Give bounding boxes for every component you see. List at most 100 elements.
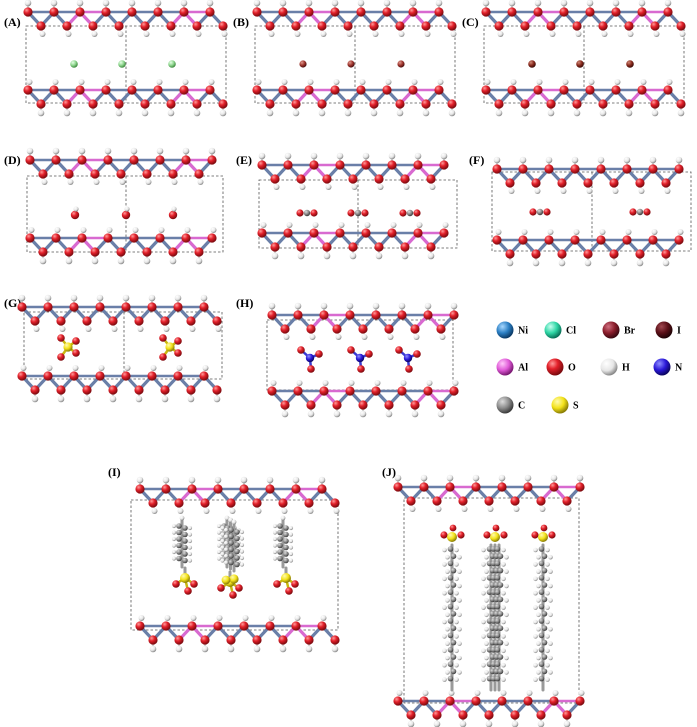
hydrogen-atom — [454, 648, 459, 654]
oxygen-atom — [291, 99, 301, 109]
hydrogen-atom — [536, 612, 541, 618]
carbon-atom — [493, 668, 500, 675]
oxygen-atom — [319, 386, 329, 396]
carbon-atom — [493, 582, 500, 588]
oxygen-atom — [447, 99, 457, 109]
hydrogen-atom — [679, 31, 686, 37]
hydrogen-atom — [220, 538, 225, 544]
oxygen-atom — [374, 242, 384, 252]
oxygen-atom — [309, 228, 319, 238]
carbon-atom — [494, 647, 501, 653]
carbon-atom — [228, 553, 234, 559]
hydrogen-atom — [188, 476, 196, 484]
bromide-ion — [347, 60, 355, 68]
hydrogen-atom — [484, 670, 489, 675]
oxygen-atom — [57, 334, 65, 342]
hydrogen-atom — [454, 619, 459, 625]
co2-molecule — [399, 209, 421, 217]
benzenesulfonate-anion — [216, 515, 245, 599]
oxygen-atom — [371, 386, 381, 396]
hydrogen-atom — [320, 615, 327, 621]
oxygen-atom — [421, 99, 431, 109]
oxygen-atom — [168, 247, 178, 257]
hydrogen-atom — [532, 259, 540, 267]
oxygen-atom — [358, 400, 368, 410]
hydrogen-atom — [484, 554, 489, 560]
oxygen-atom — [134, 316, 144, 326]
hydroxide-layer — [23, 0, 228, 37]
chloride-ion — [118, 60, 126, 68]
carbon-atom — [450, 654, 457, 660]
hydrogen-atom — [450, 302, 458, 310]
hydrogen-atom — [266, 109, 274, 117]
oxygen-atom — [319, 310, 329, 320]
hydrogen-atom — [504, 583, 509, 589]
hydrogen-atom — [442, 562, 447, 567]
hydrogen-atom — [221, 31, 228, 37]
carbon-atom — [486, 560, 493, 567]
oxygen-atom — [103, 155, 113, 165]
hydrogen-atom — [187, 538, 193, 544]
hydrogen-atom — [599, 109, 607, 117]
oxygen-atom — [317, 99, 327, 109]
hydrogen-atom — [457, 641, 462, 646]
oxygen-atom — [108, 316, 118, 326]
oxygen-atom — [400, 174, 410, 184]
hydrogen-atom — [533, 576, 538, 582]
oxygen-atom — [25, 233, 35, 243]
hydrogen-atom — [586, 188, 593, 194]
hydrogen-atom — [102, 0, 110, 7]
hydrogen-atom — [442, 619, 447, 625]
legend-swatch-al — [496, 358, 514, 376]
oxygen-atom — [252, 85, 262, 95]
hydrogen-atom — [662, 259, 670, 267]
oxygen-atom — [419, 482, 429, 492]
oxygen-atom — [343, 21, 353, 31]
hydrogen-atom — [216, 536, 222, 542]
carbon-atom — [450, 668, 457, 675]
oxygen-atom — [297, 346, 305, 354]
carbon-atom — [283, 538, 289, 544]
oxygen-atom — [190, 580, 198, 588]
hydrogen-atom — [65, 257, 73, 265]
hydroxide-hydrogen — [124, 206, 130, 212]
oxygen-atom — [395, 346, 403, 354]
oxygen-atom — [57, 353, 65, 361]
hydrogen-atom — [533, 547, 538, 553]
carbon-atom — [447, 647, 454, 653]
hydrogen-atom — [182, 147, 190, 155]
hydrogen-atom — [422, 690, 429, 696]
hydrogen-atom — [533, 619, 538, 625]
hydrogen-atom — [533, 562, 538, 567]
carbon-atom — [538, 675, 545, 682]
hydrogen-atom — [614, 79, 621, 85]
hydrogen-atom — [446, 474, 454, 482]
hydrogen-atom — [20, 365, 27, 371]
hydrogen-atom — [457, 569, 462, 574]
hydrogen-atom — [281, 79, 288, 85]
carbon-atom — [541, 639, 548, 646]
hydrogen-atom — [398, 31, 405, 37]
oxygen-atom — [361, 160, 371, 170]
oxygen-atom — [432, 710, 442, 720]
hydrogen-atom — [227, 645, 235, 653]
oxygen-atom — [332, 324, 342, 334]
oxygen-atom — [304, 7, 314, 17]
oxygen-atom — [596, 235, 606, 245]
hydrogen-atom — [33, 326, 40, 332]
hydrogen-atom — [442, 222, 449, 228]
oxygen-atom — [494, 99, 504, 109]
oxygen-atom — [148, 635, 158, 645]
oxygen-atom — [218, 21, 228, 31]
hydrogen-atom — [26, 79, 33, 85]
oxygen-atom — [585, 85, 595, 95]
oxygen-atom — [82, 385, 92, 395]
oxygen-atom — [505, 178, 515, 188]
oxygen-atom — [583, 178, 593, 188]
oxygen-atom — [533, 85, 543, 95]
hydrogen-atom — [457, 612, 462, 618]
carbon-atom — [538, 589, 545, 595]
legend-swatch-ni — [496, 321, 514, 339]
oxygen-atom — [161, 621, 171, 631]
carbon-atom — [182, 551, 188, 557]
